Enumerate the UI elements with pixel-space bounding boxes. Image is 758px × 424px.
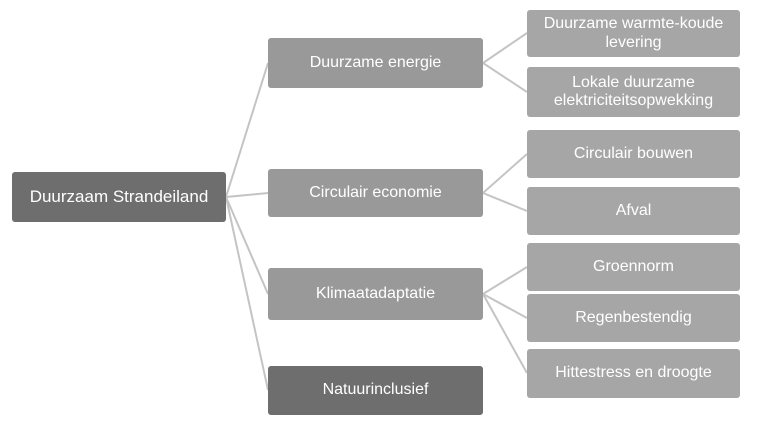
connector-circulair-afval: [482, 192, 528, 212]
subtopic-node-warmte-koude: Duurzame warmte-koude levering: [527, 10, 740, 57]
subtopic-label: Afval: [615, 201, 652, 219]
root-label: Duurzaam Strandeiland: [29, 187, 209, 207]
theme-node-natuurinclusief: Natuurinclusief: [268, 366, 483, 415]
subtopic-node-afval: Afval: [527, 187, 740, 235]
root-node: Duurzaam Strandeiland: [12, 172, 226, 222]
subtopic-label: Duurzame warmte-koude levering: [543, 15, 724, 51]
subtopic-node-groennorm: Groennorm: [527, 243, 740, 291]
subtopic-label: Lokale duurzame elektriciteitsopwekking: [553, 73, 714, 109]
connector-circulair-bouwen: [482, 153, 528, 194]
connector-klimaat-regen: [482, 293, 528, 319]
connector-klimaat-hitte: [482, 293, 528, 374]
subtopic-node-circulair-bouwen: Circulair bouwen: [527, 130, 740, 178]
theme-label: Natuurinclusief: [322, 381, 429, 399]
theme-label: Klimaatadaptatie: [315, 284, 436, 302]
subtopic-label: Circulair bouwen: [573, 144, 694, 162]
theme-label: Duurzame energie: [309, 53, 442, 71]
subtopic-label: Hittestress en droogte: [555, 364, 712, 382]
connector-root-circulair: [225, 192, 269, 198]
theme-node-circulair-economie: Circulair economie: [268, 169, 483, 217]
subtopic-node-hittestress-en-droogte: Hittestress en droogte: [527, 349, 740, 398]
connector-root-natuur: [225, 196, 269, 391]
subtopic-node-elektriciteitsopwekking: Lokale duurzame elektriciteitsopwekking: [527, 67, 740, 117]
connector-root-klimaat: [225, 196, 269, 295]
connector-klimaat-groen: [482, 266, 528, 295]
subtopic-label: Groennorm: [593, 257, 674, 275]
connector-root-energie: [225, 62, 269, 198]
subtopic-label: Regenbestendig: [575, 308, 692, 326]
theme-node-duurzame-energie: Duurzame energie: [268, 38, 483, 88]
theme-label: Circulair economie: [309, 183, 442, 201]
theme-node-klimaatadaptatie: Klimaatadaptatie: [268, 268, 483, 320]
subtopic-node-regenbestendig: Regenbestendig: [527, 294, 740, 342]
connector-energie-lokaal: [482, 62, 528, 93]
connector-energie-warmte: [482, 32, 528, 64]
